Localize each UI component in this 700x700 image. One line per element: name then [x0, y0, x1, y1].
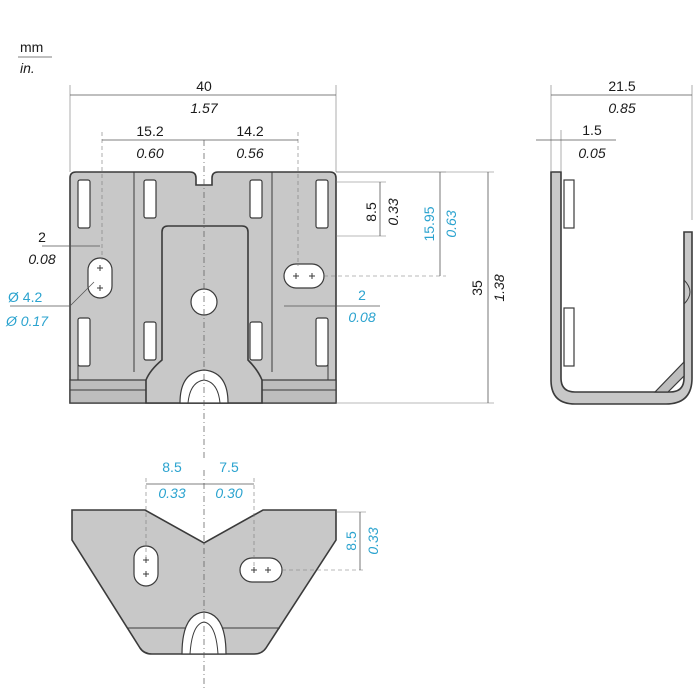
dim-bottom-right-in: 0.30 [215, 485, 242, 501]
dim-bottom-left-in: 0.33 [158, 485, 185, 501]
bottom-view [71, 470, 337, 690]
dim-slot-edge-left-in: 0.08 [28, 251, 55, 267]
dim-depth-in: 0.85 [608, 100, 635, 116]
dim-hole-vertical-mm: 8.5 [363, 202, 379, 222]
dim-right-offset-in: 0.56 [236, 145, 263, 161]
dim-slot-edge-left-mm: 2 [38, 229, 46, 245]
dim-hole-diameter-in: Ø 0.17 [5, 313, 49, 329]
dim-slot-edge-right-in: 0.08 [348, 309, 375, 325]
dim-left-offset-in: 0.60 [136, 145, 163, 161]
front-view [69, 140, 337, 460]
dim-bottom-left-mm: 8.5 [162, 459, 182, 475]
dim-overall-height-mm: 35 [469, 280, 485, 296]
dim-slot-edge-right-mm: 2 [358, 287, 366, 303]
dim-hole-diameter-mm: Ø 4.2 [8, 289, 42, 305]
dim-overall-width-mm: 40 [196, 78, 212, 94]
dim-thickness-in: 0.05 [578, 145, 605, 161]
dim-right-offset-mm: 14.2 [236, 123, 263, 139]
dim-hole-height-in: 0.63 [443, 210, 459, 237]
dim-bottom-vertical-mm: 8.5 [343, 531, 359, 551]
dim-thickness-mm: 1.5 [582, 122, 602, 138]
dim-left-offset-mm: 15.2 [136, 123, 163, 139]
side-dimensions: 21.5 0.85 1.5 0.05 [536, 78, 693, 220]
dim-bottom-right-mm: 7.5 [219, 459, 239, 475]
units-legend: mm in. [18, 39, 52, 76]
unit-in: in. [20, 60, 35, 76]
dim-bottom-vertical-in: 0.33 [365, 527, 381, 554]
dim-hole-height-mm: 15.95 [421, 206, 437, 241]
side-view [550, 171, 693, 405]
unit-mm: mm [20, 39, 43, 55]
dim-overall-height-in: 1.38 [491, 274, 507, 301]
dim-depth-mm: 21.5 [608, 78, 635, 94]
dim-hole-vertical-in: 0.33 [385, 198, 401, 225]
bottom-dimensions: 8.5 0.33 7.5 0.30 8.5 0.33 [145, 459, 381, 571]
dim-overall-width-in: 1.57 [190, 100, 218, 116]
front-dimensions: 40 1.57 15.2 0.60 14.2 0.56 2 0.08 Ø 4.2… [5, 78, 507, 404]
